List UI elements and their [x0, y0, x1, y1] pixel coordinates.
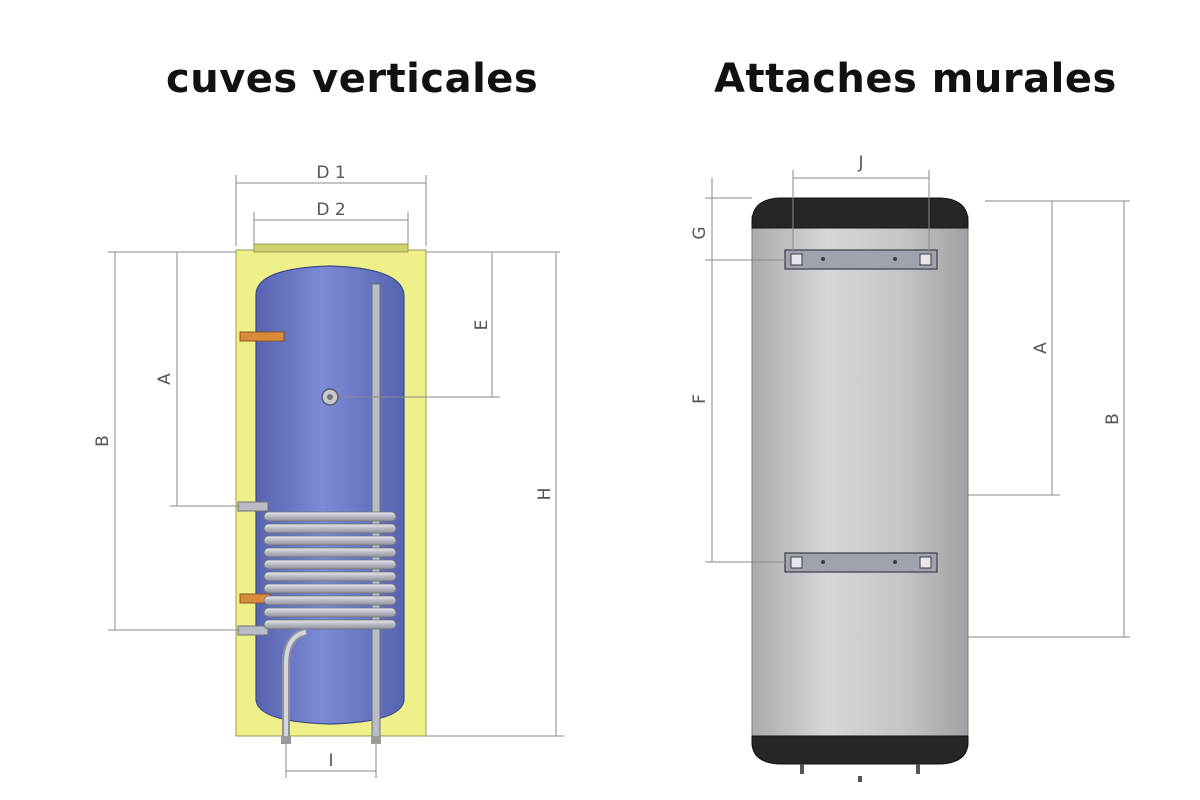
- label-a-right: A: [1031, 342, 1051, 354]
- label-b-right: B: [1103, 413, 1123, 425]
- hot-water-outlet: [239, 331, 285, 342]
- dimension-lines-left: [108, 175, 564, 778]
- bottom-stub-center: [858, 776, 862, 782]
- label-i: I: [328, 751, 333, 771]
- steel-body: [751, 215, 969, 747]
- title-vertical-tanks: cuves verticales: [166, 56, 539, 102]
- vertical-tank-diagram: D 1 D 2 B A E H I: [93, 163, 564, 778]
- bottom-stub-left: [800, 764, 804, 774]
- sensor-port-center: [327, 394, 333, 400]
- coil-outlet-pipe: [237, 625, 269, 636]
- left-foot: [281, 736, 291, 744]
- bottom-stub-right: [916, 764, 920, 774]
- top-cap-dark: [751, 197, 969, 229]
- label-j: J: [857, 153, 863, 173]
- title-wall-mounts: Attaches murales: [714, 56, 1117, 102]
- label-g: G: [690, 226, 710, 239]
- label-f: F: [690, 394, 710, 404]
- coil-inlet-pipe: [237, 501, 269, 512]
- label-a-left: A: [155, 373, 175, 385]
- riser-pipe: [371, 283, 381, 740]
- dimension-lines-right: [705, 170, 1130, 638]
- label-e: E: [472, 320, 492, 331]
- right-foot: [371, 736, 381, 744]
- label-b-left: B: [93, 435, 113, 447]
- top-cap: [253, 243, 409, 253]
- bottom-wall-bracket: [784, 552, 938, 573]
- heating-coil: [263, 511, 397, 630]
- wall-mount-diagram: J G F A B: [690, 153, 1130, 782]
- bottom-drain-pipe-highlight: [284, 630, 307, 740]
- top-wall-bracket: [784, 249, 938, 270]
- bottom-cap-dark: [751, 735, 969, 765]
- label-d1: D 1: [316, 163, 345, 183]
- label-d2: D 2: [316, 200, 345, 220]
- label-h: H: [535, 488, 555, 501]
